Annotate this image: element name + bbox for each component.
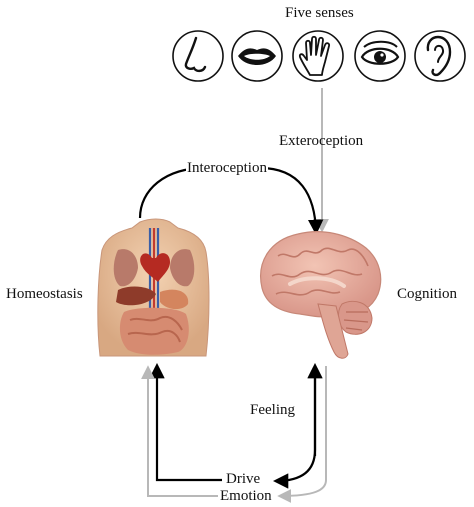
brain-illustration [260, 231, 382, 359]
emotion-to-body-arrow [141, 365, 218, 497]
drive-to-brain-arrow [272, 368, 317, 489]
ear-icon [414, 30, 466, 82]
interoception-label: Interoception [186, 160, 268, 176]
homeostasis-label: Homeostasis [6, 286, 83, 302]
body-organs-illustration [97, 218, 210, 357]
hand-icon [292, 30, 344, 82]
emotion-to-brain-arrow [277, 366, 327, 503]
drive-to-body-arrow [149, 362, 222, 482]
nose-icon [172, 30, 224, 82]
exteroception-label: Exteroception [279, 133, 364, 149]
cognition-label: Cognition [397, 286, 458, 302]
feeling-label: Feeling [250, 402, 295, 418]
mouth-icon [231, 30, 283, 82]
five-senses-title: Five senses [285, 5, 354, 21]
drive-label: Drive [226, 471, 261, 487]
eye-icon [354, 30, 406, 82]
emotion-label: Emotion [220, 488, 272, 504]
